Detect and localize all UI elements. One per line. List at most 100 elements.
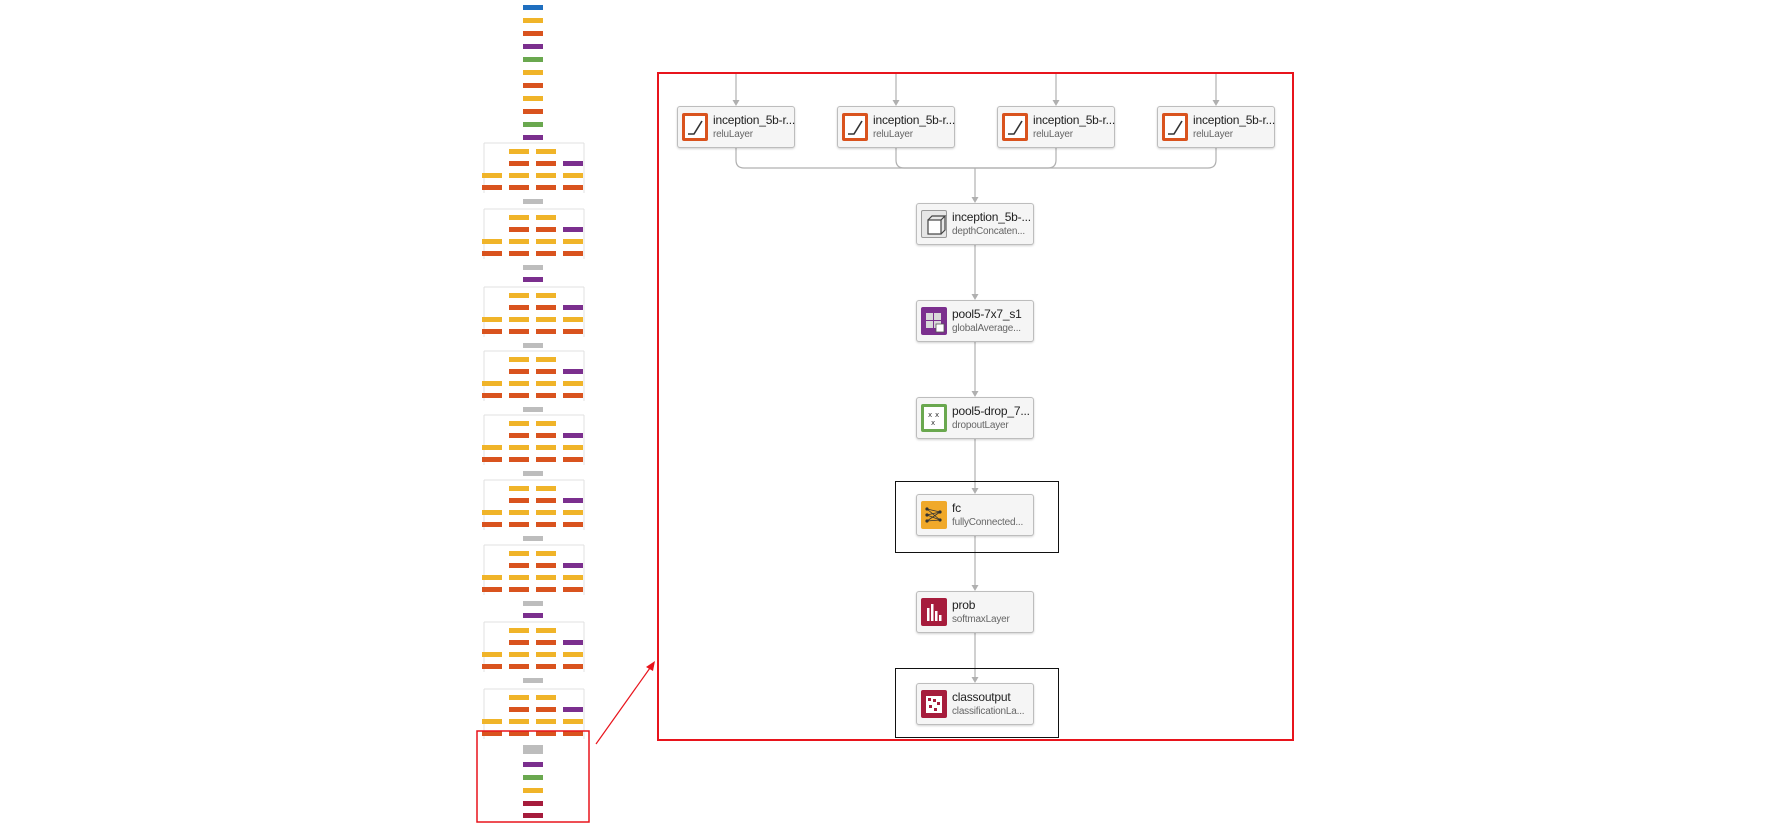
overview-layer: [536, 329, 556, 334]
overview-layer: [563, 305, 583, 310]
node-name: inception_5b-r...: [1193, 113, 1275, 127]
svg-text:x: x: [928, 411, 932, 419]
overview-layer: [523, 613, 543, 618]
overview-layer: [509, 317, 529, 322]
overview-layer: [563, 640, 583, 645]
overview-layer: [509, 293, 529, 298]
overview-layer: [523, 745, 543, 750]
overview-layer: [509, 227, 529, 232]
overview-layer: [509, 329, 529, 334]
node-classification-output[interactable]: classoutput classificationLa...: [916, 683, 1034, 725]
overview-layer: [509, 393, 529, 398]
overview-layer: [563, 381, 583, 386]
overview-layer: [482, 445, 502, 450]
relu-icon: [1162, 113, 1188, 141]
node-relu-4[interactable]: inception_5b-r... reluLayer: [1157, 106, 1275, 148]
overview-layer: [509, 305, 529, 310]
overview-layer: [563, 317, 583, 322]
node-type: reluLayer: [713, 129, 753, 140]
overview-layer: [536, 522, 556, 527]
classification-icon: [921, 690, 947, 718]
overview-layer: [523, 813, 543, 818]
node-name: classoutput: [952, 690, 1011, 704]
overview-layer: [536, 421, 556, 426]
zoom-detail-frame: [657, 72, 1294, 741]
overview-layer: [563, 719, 583, 724]
node-type: classificationLa...: [952, 706, 1025, 717]
node-name: inception_5b-r...: [873, 113, 955, 127]
overview-layer: [509, 563, 529, 568]
zoom-pointer-line: [595, 667, 651, 745]
overview-layer: [563, 707, 583, 712]
node-global-avg-pool[interactable]: pool5-7x7_s1 globalAverage...: [916, 300, 1034, 342]
overview-layer: [509, 161, 529, 166]
overview-layer: [509, 421, 529, 426]
svg-text:x: x: [931, 419, 935, 427]
overview-layer: [536, 695, 556, 700]
svg-text:x: x: [935, 411, 939, 419]
overview-layer: [509, 357, 529, 362]
overview-layer: [563, 445, 583, 450]
overview-layer: [523, 122, 543, 127]
overview-layer: [509, 575, 529, 580]
overview-layer: [563, 664, 583, 669]
overview-layer: [523, 96, 543, 101]
overview-layer: [536, 369, 556, 374]
overview-layer: [509, 369, 529, 374]
global-avg-pool-icon: [921, 307, 947, 335]
node-relu-1[interactable]: inception_5b-r... reluLayer: [677, 106, 795, 148]
node-name: inception_5b-r...: [1033, 113, 1115, 127]
overview-layer: [536, 445, 556, 450]
classoutput-highlight-box: [895, 668, 1059, 738]
overview-layer: [536, 707, 556, 712]
overview-layer: [509, 522, 529, 527]
overview-layer: [523, 343, 543, 348]
overview-layer: [509, 433, 529, 438]
node-depth-concat[interactable]: inception_5b-... depthConcaten...: [916, 203, 1034, 245]
zoom-pointer-arrowhead: [646, 661, 655, 671]
overview-layer: [509, 445, 529, 450]
overview-layer: [482, 381, 502, 386]
overview-layer: [536, 381, 556, 386]
overview-layer: [563, 457, 583, 462]
overview-layer: [536, 563, 556, 568]
overview-layer: [536, 239, 556, 244]
overview-layer: [536, 551, 556, 556]
overview-layer: [536, 640, 556, 645]
overview-layer: [536, 305, 556, 310]
overview-layer: [509, 707, 529, 712]
overview-layer: [482, 719, 502, 724]
overview-layer: [563, 185, 583, 190]
node-softmax[interactable]: prob softmaxLayer: [916, 591, 1034, 633]
node-name: pool5-drop_7...: [952, 404, 1030, 418]
overview-layer: [482, 510, 502, 515]
node-dropout[interactable]: x x x pool5-drop_7... dropoutLayer: [916, 397, 1034, 439]
overview-layer: [509, 239, 529, 244]
overview-layer: [482, 239, 502, 244]
overview-layer: [536, 393, 556, 398]
node-relu-2[interactable]: inception_5b-r... reluLayer: [837, 106, 955, 148]
overview-layer: [563, 173, 583, 178]
overview-layer: [509, 510, 529, 515]
node-relu-3[interactable]: inception_5b-r... reluLayer: [997, 106, 1115, 148]
depth-concat-icon: [921, 210, 947, 238]
overview-layer: [523, 801, 543, 806]
overview-layer: [563, 329, 583, 334]
overview-layer: [536, 628, 556, 633]
node-name: fc: [952, 501, 961, 515]
overview-layer: [523, 31, 543, 36]
node-name: prob: [952, 598, 976, 612]
overview-layer: [536, 251, 556, 256]
overview-layer: [482, 185, 502, 190]
overview-layer: [523, 277, 543, 282]
relu-icon: [682, 113, 708, 141]
overview-layer: [482, 317, 502, 322]
relu-icon: [842, 113, 868, 141]
node-fully-connected[interactable]: fc fullyConnected...: [916, 494, 1034, 536]
overview-layer: [523, 678, 543, 683]
overview-layer: [536, 575, 556, 580]
overview-layer: [482, 173, 502, 178]
overview-layer: [536, 161, 556, 166]
overview-layer: [509, 486, 529, 491]
